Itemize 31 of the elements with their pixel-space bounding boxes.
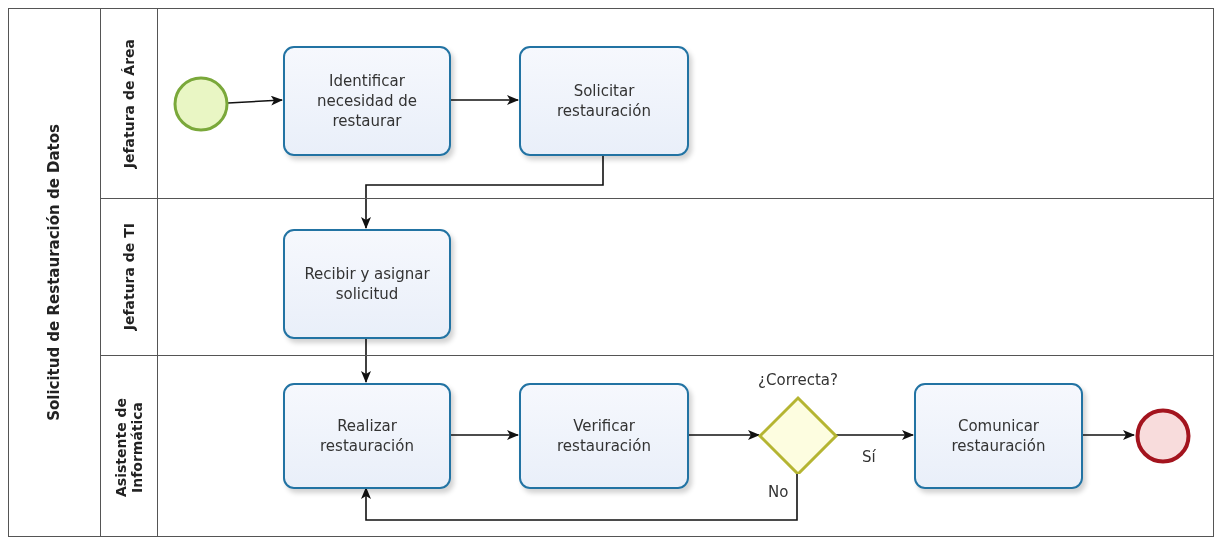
lane-title: Asistente de Informática — [112, 396, 146, 499]
task-text: Solicitar restauración — [556, 80, 652, 122]
task-text: Verificar restauración — [556, 415, 652, 457]
arrow — [834, 430, 914, 440]
task-text: Realizar restauración — [319, 415, 415, 457]
task-box — [283, 383, 451, 489]
start-event-circle — [173, 76, 229, 132]
pool-title: Solicitud de Restauración de Datos — [45, 124, 64, 421]
task-box — [283, 229, 451, 339]
arrow — [361, 337, 371, 383]
arrow — [687, 430, 760, 440]
decision-label: ¿Correcta? — [757, 371, 839, 389]
task-box — [283, 46, 451, 156]
arrow — [361, 154, 604, 229]
lane-title: Jefatura de Área — [120, 38, 138, 169]
arrow — [449, 95, 519, 105]
task-text: Recibir y asignar solicitud — [303, 263, 431, 305]
lane-title: Jefatura de TI — [120, 223, 138, 331]
task-box — [519, 383, 689, 489]
task-box — [519, 46, 689, 156]
task-text: Comunicar restauración — [950, 415, 1047, 457]
arrow — [1081, 430, 1135, 440]
task-text: Identificar necesidad de restaurar — [316, 70, 418, 132]
arrow — [227, 95, 283, 106]
pool — [8, 8, 1214, 537]
arrow — [449, 430, 519, 440]
end-event-circle — [1135, 408, 1191, 464]
swimlane — [101, 9, 1214, 199]
task-box — [914, 383, 1083, 489]
arrow — [361, 472, 798, 521]
swimlane — [101, 199, 1214, 356]
